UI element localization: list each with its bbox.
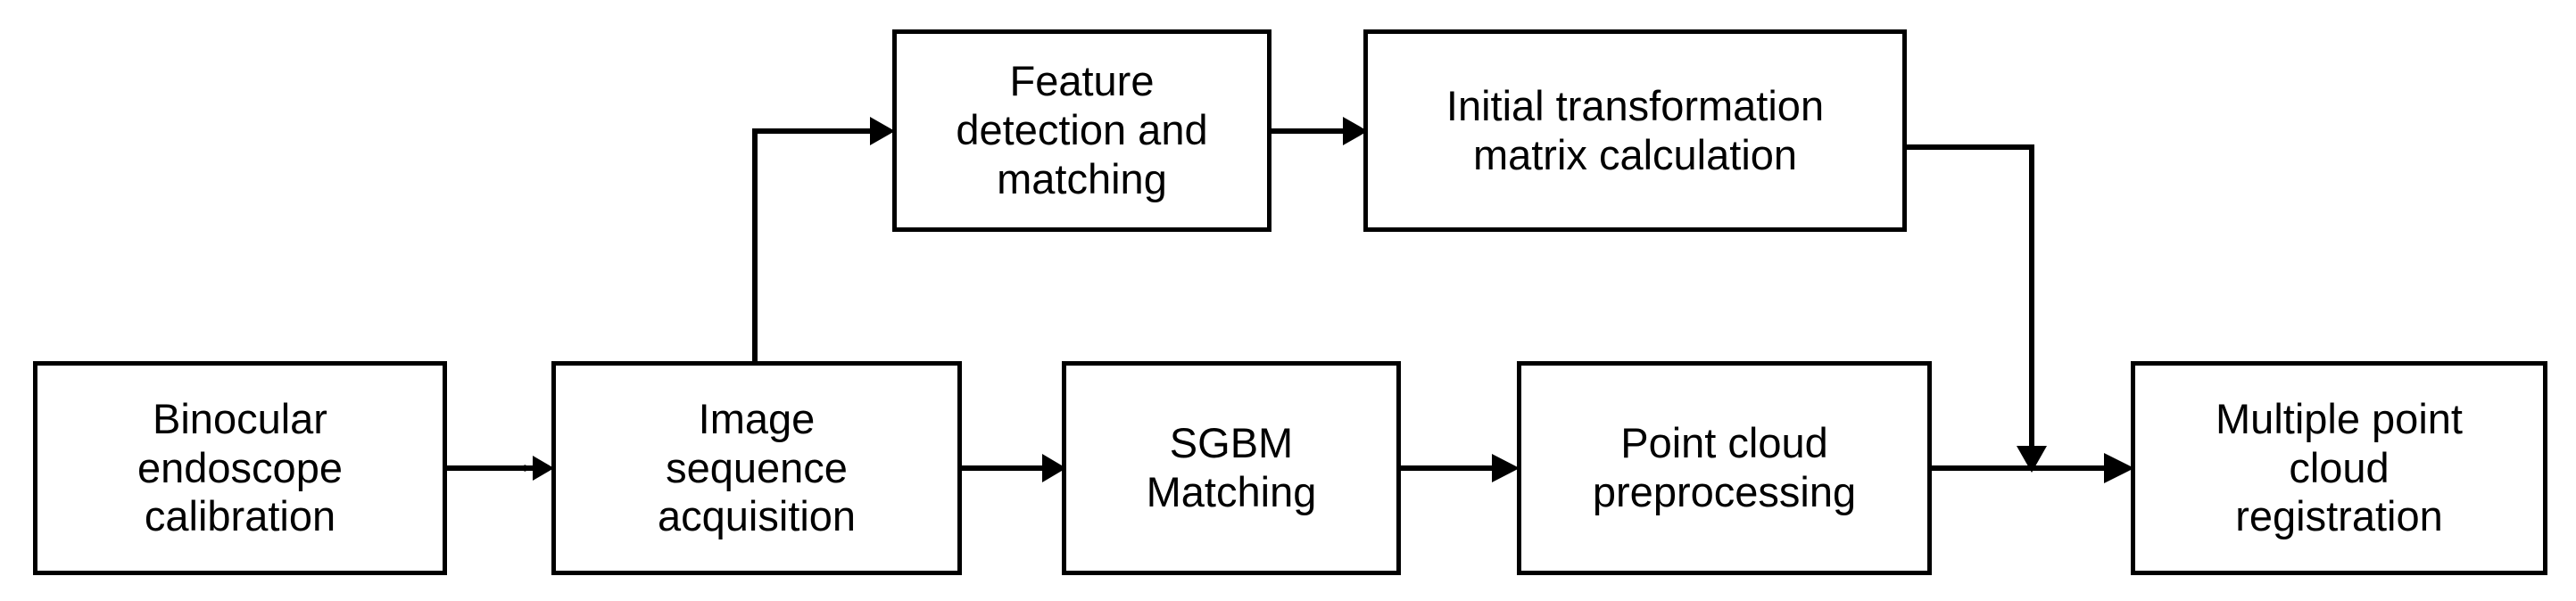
edge-point-cloud-preprocessing-to-registration (1932, 453, 2134, 483)
edge-acquisition-to-feature-detection (752, 117, 895, 361)
node-multiple-point-cloud-registration[interactable]: Multiple point cloud registration (2131, 361, 2547, 575)
edge-acquisition-to-sgbm (962, 454, 1066, 482)
node-sgbm-matching[interactable]: SGBM Matching (1062, 361, 1401, 575)
node-initial-transformation-matrix-calculation[interactable]: Initial transformation matrix calculatio… (1363, 29, 1907, 232)
edge-feature-detection-to-initial-transform (1271, 117, 1368, 145)
node-binocular-endoscope-calibration[interactable]: Binocular endoscope calibration (33, 361, 447, 575)
node-point-cloud-preprocessing[interactable]: Point cloud preprocessing (1517, 361, 1932, 575)
node-image-sequence-acquisition[interactable]: Image sequence acquisition (551, 361, 962, 575)
edge-calibration-to-acquisition (447, 456, 554, 481)
node-feature-detection-and-matching[interactable]: Feature detection and matching (892, 29, 1271, 232)
edge-sgbm-to-point-cloud-preprocessing (1401, 454, 1520, 482)
